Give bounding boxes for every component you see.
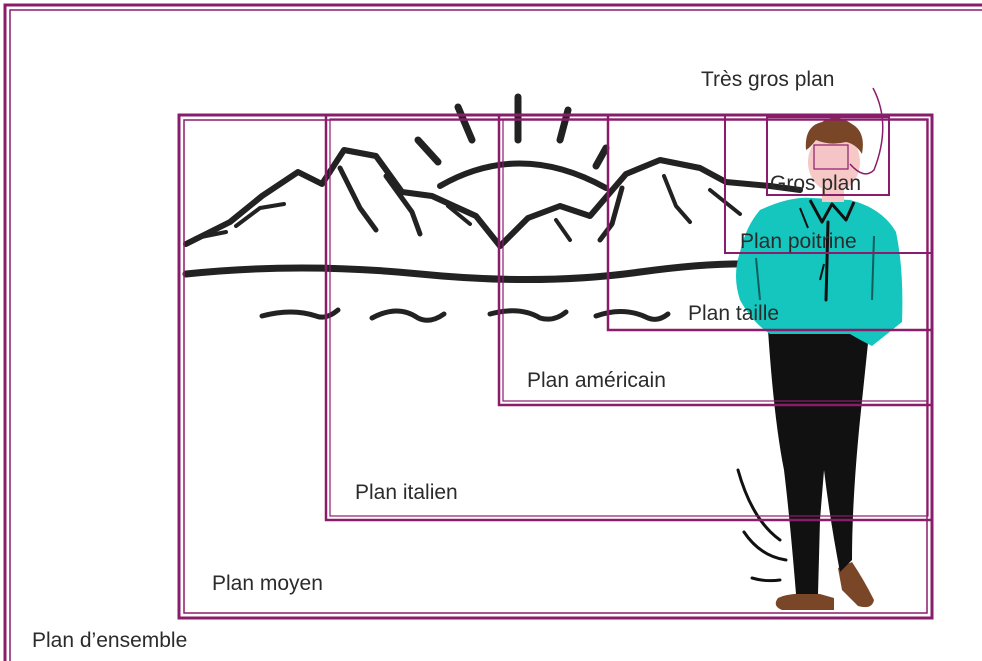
landscape-illustration — [186, 97, 800, 320]
label-plan-poitrine: Plan poitrine — [740, 230, 857, 253]
right-shoe — [838, 562, 874, 607]
left-shoe — [776, 594, 834, 611]
label-tres-gros-plan: Très gros plan — [701, 68, 834, 91]
motion-lines — [738, 470, 786, 581]
label-plan-taille: Plan taille — [688, 302, 779, 325]
label-plan-americain: Plan américain — [527, 369, 666, 392]
pants — [768, 324, 870, 594]
label-plan-italien: Plan italien — [355, 481, 458, 504]
label-plan-ensemble: Plan d’ensemble — [32, 629, 187, 652]
label-plan-moyen: Plan moyen — [212, 572, 323, 595]
shot-labels: Plan d’ensemble Plan moyen Plan italien … — [32, 68, 861, 652]
label-gros-plan: Gros plan — [770, 172, 861, 195]
